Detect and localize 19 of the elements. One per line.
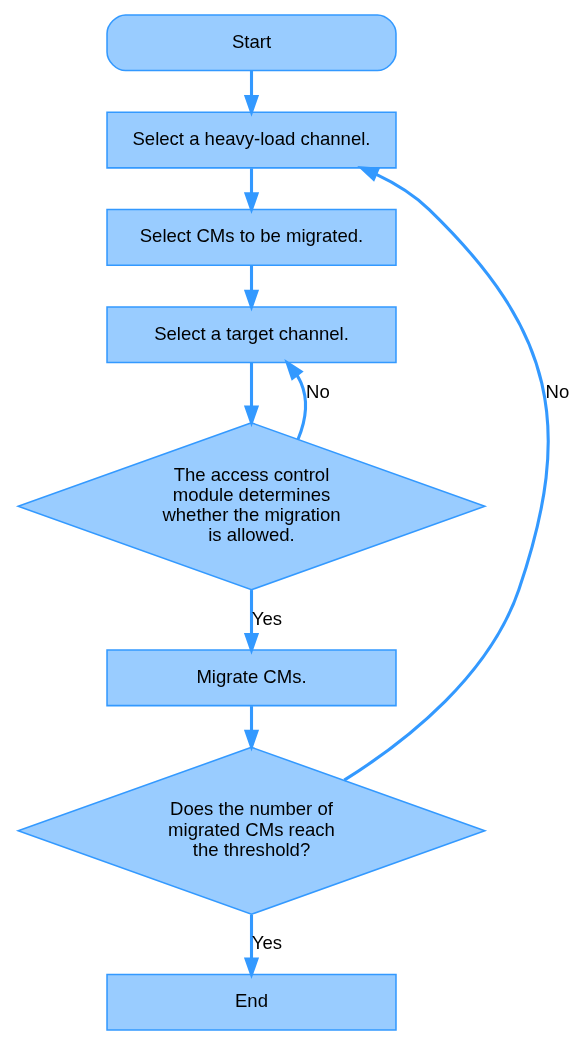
node-diamond: The access control module determines whether the migration is allowed. <box>15 422 487 591</box>
node-box: Select a target channel. <box>105 306 397 364</box>
arrow <box>243 265 259 312</box>
arrow <box>243 168 259 215</box>
arrow <box>243 706 259 752</box>
node-box: Start <box>105 14 397 72</box>
edge-label: No <box>305 380 330 402</box>
arrow <box>283 359 307 440</box>
arrow <box>243 362 259 428</box>
arrow <box>243 590 259 655</box>
arrow <box>243 71 259 117</box>
node-box: Select a heavy-load channel. <box>105 111 397 169</box>
node-diamond: Does the number of migrated CMs reach the threshold? <box>15 746 487 916</box>
node-box: End <box>105 973 397 1031</box>
arrow <box>243 914 259 980</box>
node-box: Select CMs to be migrated. <box>105 208 397 266</box>
edge-label: No <box>545 380 569 402</box>
node-box: Migrate CMs. <box>105 649 397 707</box>
arrow <box>342 166 550 782</box>
